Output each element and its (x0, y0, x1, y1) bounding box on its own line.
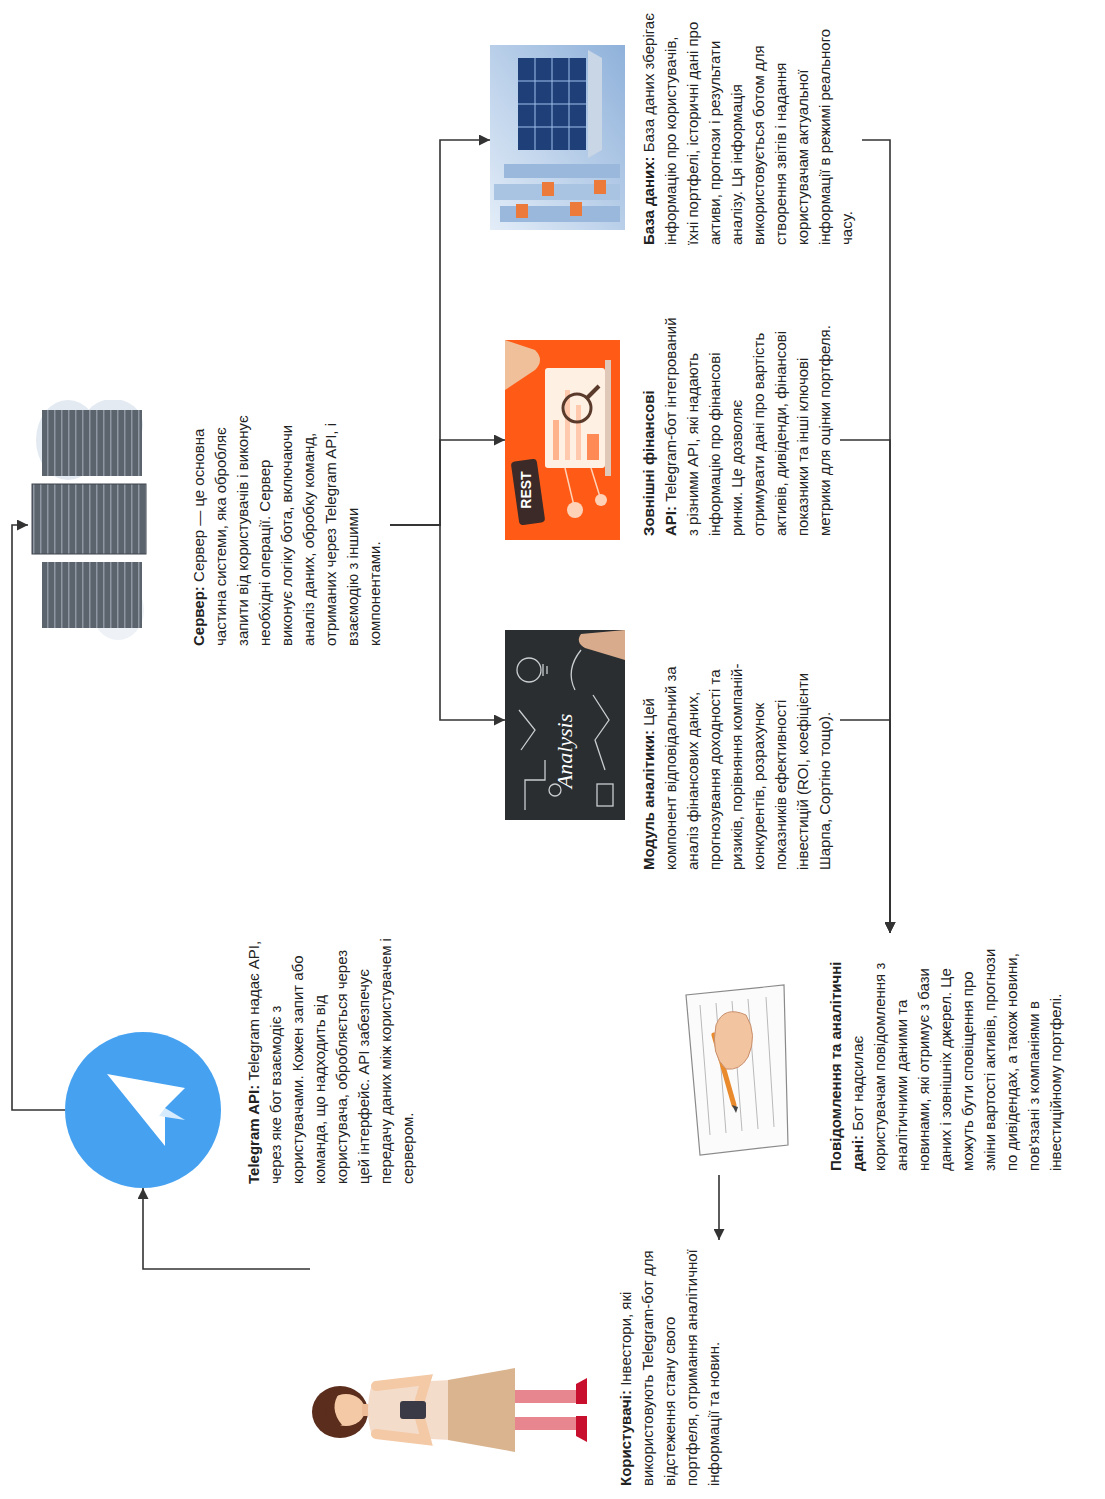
component-description: База даних зберігає інформацію про корис… (640, 13, 855, 245)
component-description: Telegram надає API, через яке бот взаємо… (245, 938, 416, 1184)
component-block: База даних:База даних зберігає інформаці… (490, 9, 862, 249)
component-description: Сервер — це основна частина системи, яка… (190, 415, 383, 646)
component-block: Сервер:Сервер — це основна частина систе… (28, 398, 390, 650)
component-heading: Сервер: (190, 586, 207, 646)
component-description: Бот надсилає користувачам повідомлення з… (849, 949, 1064, 1171)
component-text: Користувачі:Інвестори, які використовуют… (615, 1244, 725, 1486)
connector-arrow (390, 525, 505, 720)
component-heading: Модуль аналітики: (640, 730, 657, 870)
illustration-label: Analysis (552, 691, 578, 811)
component-block: Telegram API:Telegram надає API, через я… (65, 926, 423, 1188)
api-picture (505, 340, 620, 540)
component-heading: Telegram API: (245, 1085, 262, 1184)
component-text: Зовнішні фінансові API:Telegram-бот інте… (638, 316, 836, 536)
connector-arrow (143, 1188, 310, 1269)
connector-arrow (840, 720, 890, 933)
connector-arrow (840, 440, 890, 933)
server-rack (28, 400, 150, 640)
database-picture (490, 45, 625, 230)
component-text: Сервер:Сервер — це основна частина систе… (188, 402, 386, 646)
connector-arrow (390, 140, 490, 525)
component-text: Повідомлення та аналітичні дані:Бот надс… (825, 937, 1067, 1171)
connector-arrow (862, 140, 890, 933)
component-text: Модуль аналітики:Цей компонент відповіда… (638, 633, 836, 870)
component-description: Telegram-бот інтегрований з різними API,… (662, 317, 833, 536)
notification-picture (680, 975, 790, 1165)
component-block: Повідомлення та аналітичні дані:Бот надс… (680, 933, 1071, 1175)
component-block: Користувачі:Інвестори, які використовуют… (310, 1240, 729, 1490)
component-text: Telegram API:Telegram надає API, через я… (243, 930, 419, 1184)
telegram-logo (65, 1032, 221, 1188)
component-description: Цей компонент відповідальний за аналіз ф… (640, 664, 833, 870)
component-heading: Користувачі: (617, 1390, 634, 1486)
component-text: База даних:База даних зберігає інформаці… (638, 13, 858, 245)
user-figure (310, 1340, 595, 1480)
illustration-label: REST (518, 458, 534, 522)
component-heading: База даних: (640, 156, 657, 245)
connector-arrow (390, 440, 505, 525)
component-block: Зовнішні фінансові API:Telegram-бот інте… (505, 312, 840, 540)
connector-arrow (718, 1175, 720, 1240)
